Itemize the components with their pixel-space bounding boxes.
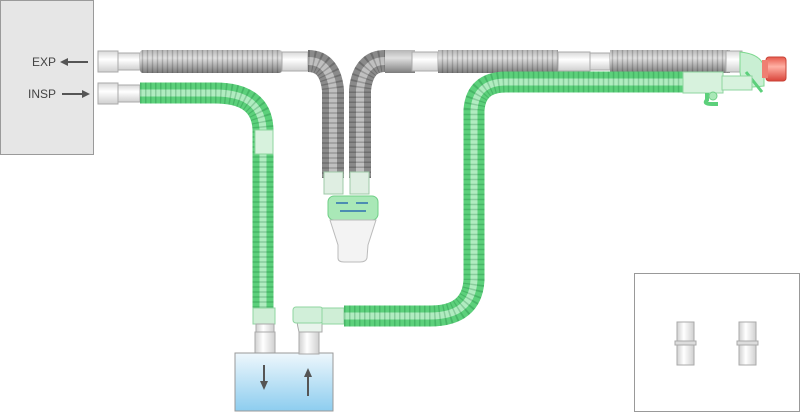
insp-port-label: INSP — [28, 87, 56, 101]
exp-port-label: EXP — [32, 55, 56, 69]
expiratory-limb — [97, 50, 743, 178]
ventilator: EXP INSP — [0, 0, 94, 155]
up-arrow-icon — [304, 368, 312, 396]
accessories-inset — [634, 273, 800, 412]
down-arrow-icon — [260, 365, 268, 390]
right-arrow-icon — [62, 90, 90, 98]
inspiratory-limb-dry — [97, 82, 276, 355]
inspiratory-limb-heated — [321, 71, 724, 327]
adapter-connector-2 — [736, 321, 759, 366]
left-arrow-icon — [60, 58, 88, 66]
filter — [323, 171, 379, 263]
patient-connector-cap — [762, 56, 787, 82]
humidifier — [234, 306, 334, 412]
adapter-connector-1 — [674, 321, 697, 366]
patient-wye — [721, 51, 765, 93]
